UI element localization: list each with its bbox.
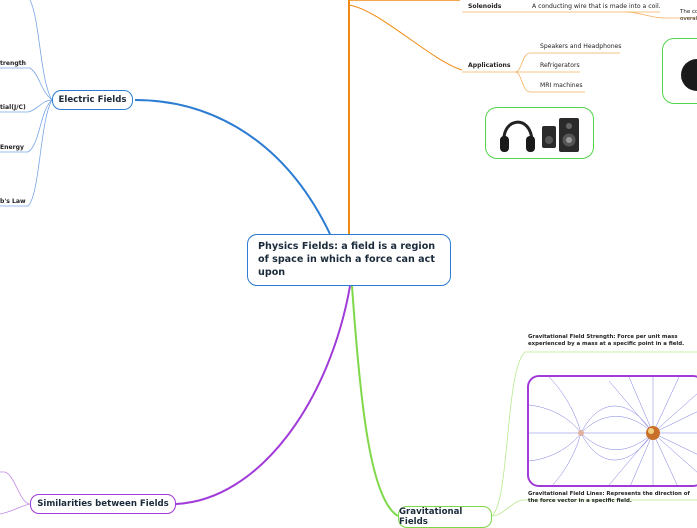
electric-subline xyxy=(0,99,53,207)
magnetic-image-partial: A xyxy=(662,38,697,104)
gravitational-branch-line xyxy=(351,285,399,517)
central-topic-text: Physics Fields: a field is a region of s… xyxy=(258,241,436,278)
field-lines-image xyxy=(527,375,697,487)
applications-subline xyxy=(514,52,620,73)
applications-subline xyxy=(514,71,585,93)
applications-label[interactable]: Applications xyxy=(468,62,511,69)
similarities-label: Similarities between Fields xyxy=(37,499,169,509)
similarities-subline xyxy=(0,503,31,515)
electric-subline xyxy=(0,99,53,153)
headphones-speaker-picture xyxy=(500,118,579,152)
central-topic[interactable]: Physics Fields: a field is a region of s… xyxy=(247,234,451,286)
solenoids-subline xyxy=(624,11,697,19)
electric-fields-label: Electric Fields xyxy=(58,95,127,105)
field-lines-diagram xyxy=(529,377,697,485)
gravitational-fields-label: Gravitational Fields xyxy=(399,507,463,527)
partial-diagram xyxy=(681,59,697,91)
similarities-subline xyxy=(0,471,31,505)
electric-child[interactable]: trength xyxy=(0,60,27,67)
electric-fields-node[interactable]: Electric Fields xyxy=(52,90,133,110)
gravitational-subline xyxy=(491,351,697,517)
solenoids-label[interactable]: Solenoids xyxy=(468,3,502,10)
gravitational-strength-text[interactable]: Gravitational Field Strength: Force per … xyxy=(528,334,685,347)
speakers-headphones-image xyxy=(485,107,594,159)
application-item[interactable]: Speakers and Headphones xyxy=(540,43,622,50)
gravitational-lines-text[interactable]: Gravitational Field Lines: Represents th… xyxy=(528,491,690,504)
electric-subline xyxy=(29,0,53,101)
electric-child[interactable]: tial(J/C) xyxy=(0,104,26,111)
partial-image-letter: A xyxy=(681,73,686,81)
electric-subline xyxy=(0,67,53,101)
application-item[interactable]: MRI machines xyxy=(540,82,583,89)
similarities-node[interactable]: Similarities between Fields xyxy=(30,494,176,514)
gravitational-subline xyxy=(491,499,697,517)
electric-child[interactable]: Energy xyxy=(0,144,24,151)
application-item[interactable]: Refrigerators xyxy=(540,62,580,69)
electric-subline xyxy=(0,99,53,113)
similarities-branch-line xyxy=(175,285,351,505)
magnetic-subline xyxy=(348,4,463,71)
electric-child[interactable]: b's Law xyxy=(0,198,26,205)
solenoid-detail-partial[interactable]: The co overal xyxy=(680,9,697,22)
solenoids-description[interactable]: A conducting wire that is made into a co… xyxy=(532,3,661,10)
electric-branch-line xyxy=(134,99,331,235)
gravitational-fields-node[interactable]: Gravitational Fields xyxy=(398,506,492,528)
